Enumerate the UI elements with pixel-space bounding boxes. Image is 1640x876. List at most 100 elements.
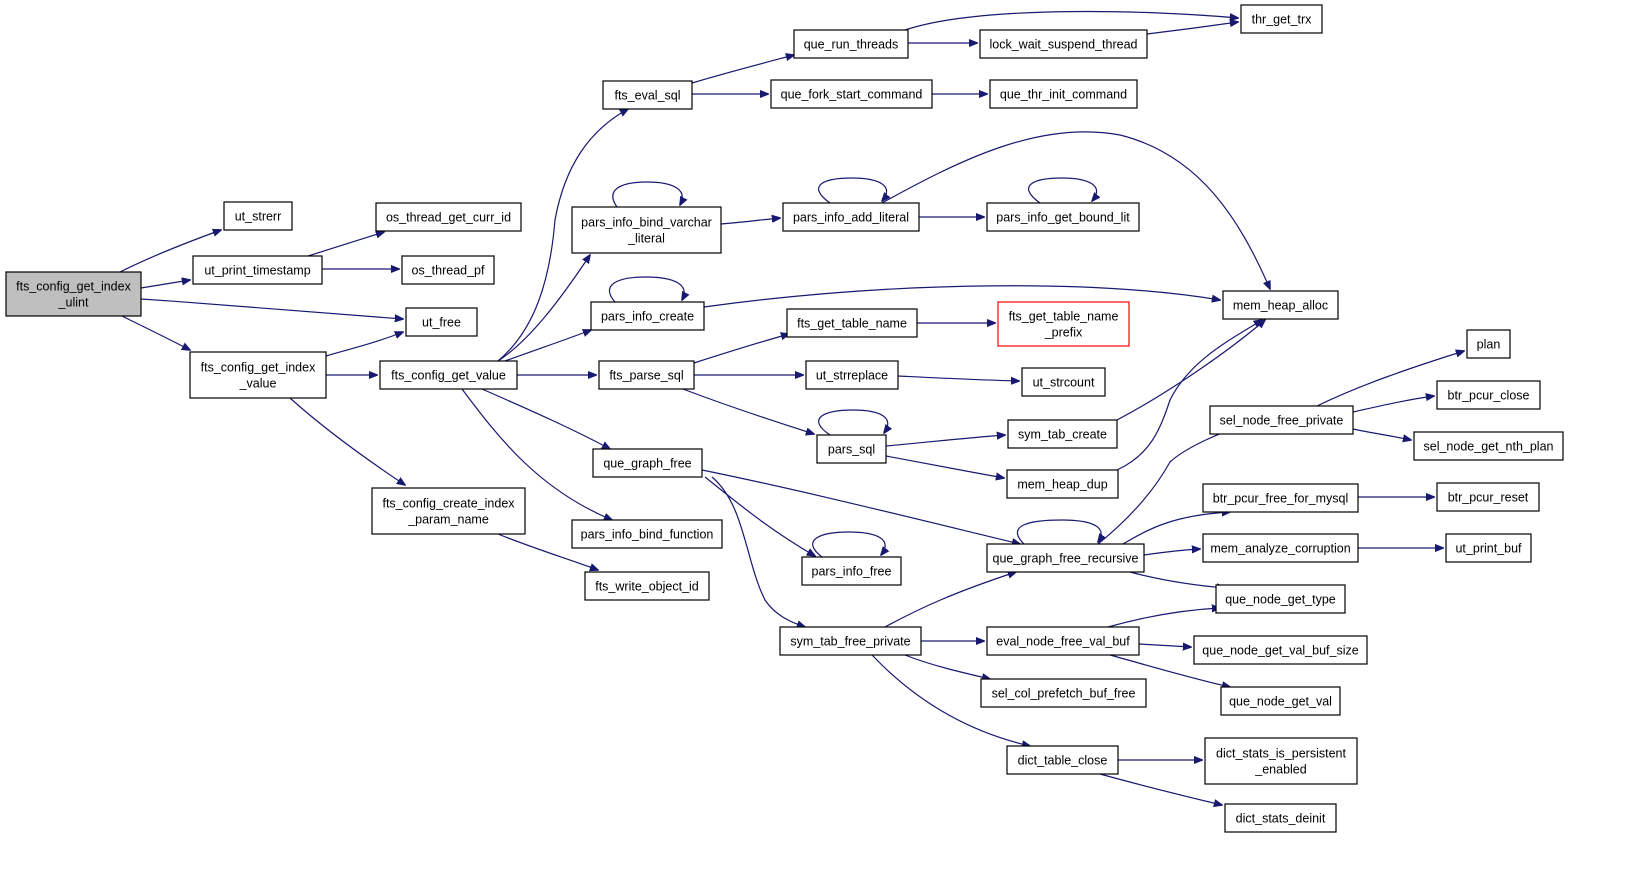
node-strreplace[interactable]: ut_strreplace bbox=[805, 360, 899, 390]
node-box bbox=[1202, 533, 1359, 563]
node-label: _param_name bbox=[407, 513, 489, 527]
node-table-prefix[interactable]: fts_get_table_name_prefix bbox=[997, 301, 1130, 347]
node-dict-close[interactable]: dict_table_close bbox=[1006, 745, 1119, 775]
node-lock-wait[interactable]: lock_wait_suspend_thread bbox=[979, 29, 1148, 59]
node-add-literal[interactable]: pars_info_add_literal bbox=[782, 202, 920, 232]
node-box bbox=[590, 301, 705, 331]
node-pcur-free-mysql[interactable]: btr_pcur_free_for_mysql bbox=[1202, 483, 1359, 513]
node-label: sel_node_free_private bbox=[1220, 414, 1344, 428]
node-box bbox=[1436, 482, 1540, 512]
edge-sym_create-to-heap_alloc bbox=[1116, 320, 1265, 421]
node-get-index-value[interactable]: fts_config_get_index_value bbox=[189, 351, 327, 399]
node-pcur-reset[interactable]: btr_pcur_reset bbox=[1436, 482, 1540, 512]
node-box bbox=[986, 202, 1140, 232]
node-label: mem_heap_dup bbox=[1017, 478, 1107, 492]
edge-root-to-print_ts bbox=[140, 280, 190, 289]
edge-line bbox=[701, 469, 1020, 544]
node-box bbox=[1215, 584, 1346, 614]
edge-line bbox=[1129, 571, 1225, 588]
node-os-pf[interactable]: os_thread_pf bbox=[401, 255, 495, 285]
edge-print_ts-to-os_curr_id bbox=[307, 232, 384, 257]
node-box bbox=[1222, 290, 1339, 320]
node-heap-alloc[interactable]: mem_heap_alloc bbox=[1222, 290, 1339, 320]
edge-run_threads-to-thr_get_trx bbox=[904, 10, 1238, 31]
node-box bbox=[192, 255, 323, 285]
node-box bbox=[997, 301, 1130, 347]
node-sym-free-priv[interactable]: sym_tab_free_private bbox=[779, 626, 922, 656]
node-label: pars_info_get_bound_lit bbox=[996, 211, 1130, 225]
edge-line bbox=[481, 388, 610, 449]
node-print-ts[interactable]: ut_print_timestamp bbox=[192, 255, 323, 285]
node-box bbox=[371, 487, 526, 535]
node-print-buf[interactable]: ut_print_buf bbox=[1445, 533, 1532, 563]
node-nth-plan[interactable]: sel_node_get_nth_plan bbox=[1413, 431, 1564, 461]
node-label: os_thread_pf bbox=[412, 264, 486, 278]
node-bind-function[interactable]: pars_info_bind_function bbox=[571, 519, 723, 549]
node-get-type[interactable]: que_node_get_type bbox=[1215, 584, 1346, 614]
node-bind-varchar[interactable]: pars_info_bind_varchar_literal bbox=[571, 206, 722, 254]
edge-get_bound_lit-to-get_bound_lit bbox=[1028, 177, 1097, 204]
node-heap-dup[interactable]: mem_heap_dup bbox=[1006, 469, 1119, 499]
node-box bbox=[592, 448, 703, 478]
node-write-obj[interactable]: fts_write_object_id bbox=[584, 571, 710, 601]
edge-line bbox=[497, 109, 628, 362]
node-box bbox=[1006, 469, 1119, 499]
node-sel-free-priv[interactable]: sel_node_free_private bbox=[1209, 405, 1354, 435]
node-plan[interactable]: plan bbox=[1466, 329, 1511, 359]
node-get-table-name[interactable]: fts_get_table_name bbox=[786, 308, 918, 338]
node-box bbox=[986, 626, 1140, 656]
node-run-threads[interactable]: que_run_threads bbox=[793, 29, 909, 59]
node-pars-sql[interactable]: pars_sql bbox=[816, 434, 887, 464]
node-eval-free-buf[interactable]: eval_node_free_val_buf bbox=[986, 626, 1140, 656]
edge-create_param-to-write_obj bbox=[497, 533, 598, 570]
node-stats-persist[interactable]: dict_stats_is_persistent_enabled bbox=[1204, 737, 1358, 785]
edge-get_index_value-to-create_param bbox=[289, 397, 405, 485]
edge-line bbox=[1143, 549, 1200, 556]
node-strerr[interactable]: ut_strerr bbox=[223, 201, 293, 231]
node-os-curr-id[interactable]: os_thread_get_curr_id bbox=[375, 202, 522, 232]
node-label: btr_pcur_reset bbox=[1448, 491, 1529, 505]
node-sym-create[interactable]: sym_tab_create bbox=[1007, 419, 1118, 449]
node-get-val[interactable]: que_node_get_val bbox=[1220, 686, 1341, 716]
node-thr-init[interactable]: que_thr_init_command bbox=[989, 79, 1138, 109]
edge-eval_free_buf-to-get_type bbox=[1107, 608, 1220, 628]
node-label: sym_tab_create bbox=[1018, 428, 1107, 442]
node-box bbox=[979, 29, 1148, 59]
edge-line bbox=[1122, 512, 1230, 545]
node-val-buf-size[interactable]: que_node_get_val_buf_size bbox=[1193, 635, 1368, 665]
node-strcount[interactable]: ut_strcount bbox=[1021, 367, 1106, 397]
edge-line bbox=[1016, 519, 1101, 545]
edge-line bbox=[885, 455, 1004, 478]
node-box bbox=[980, 678, 1147, 708]
node-get-bound-lit[interactable]: pars_info_get_bound_lit bbox=[986, 202, 1140, 232]
node-root[interactable]: fts_config_get_index_ulint bbox=[5, 271, 142, 317]
node-label: fts_eval_sql bbox=[614, 89, 680, 103]
node-fork-start[interactable]: que_fork_start_command bbox=[770, 79, 933, 109]
edge-pars_sql-to-sym_create bbox=[885, 435, 1005, 447]
node-thr-get-trx[interactable]: thr_get_trx bbox=[1240, 4, 1323, 34]
edge-get_index_value-to-ut_free bbox=[325, 332, 403, 357]
node-eval-sql[interactable]: fts_eval_sql bbox=[602, 80, 693, 110]
node-prefetch-free[interactable]: sel_col_prefetch_buf_free bbox=[980, 678, 1147, 708]
edge-line bbox=[1116, 320, 1265, 421]
node-box bbox=[375, 202, 522, 232]
node-label: fts_get_table_name bbox=[797, 317, 907, 331]
edge-heap_dup-to-heap_alloc bbox=[1116, 320, 1262, 471]
node-ut-free[interactable]: ut_free bbox=[405, 307, 478, 337]
node-box bbox=[571, 519, 723, 549]
edge-sym_free_priv-to-dict_close bbox=[871, 654, 1030, 746]
node-get-value[interactable]: fts_config_get_value bbox=[379, 360, 518, 390]
node-pcur-close[interactable]: btr_pcur_close bbox=[1436, 380, 1541, 410]
node-graph-free-rec[interactable]: que_graph_free_recursive bbox=[986, 543, 1145, 573]
node-label: pars_info_add_literal bbox=[793, 211, 909, 225]
node-create-param[interactable]: fts_config_create_index_param_name bbox=[371, 487, 526, 535]
node-mem-analyze[interactable]: mem_analyze_corruption bbox=[1202, 533, 1359, 563]
node-box bbox=[801, 556, 902, 586]
node-parse-sql[interactable]: fts_parse_sql bbox=[598, 360, 695, 390]
edge-graph_free_rec-to-graph_free_rec bbox=[1016, 519, 1101, 545]
node-graph-free[interactable]: que_graph_free bbox=[592, 448, 703, 478]
node-info-free[interactable]: pars_info_free bbox=[801, 556, 902, 586]
node-box bbox=[401, 255, 495, 285]
node-info-create[interactable]: pars_info_create bbox=[590, 301, 705, 331]
node-stats-deinit[interactable]: dict_stats_deinit bbox=[1224, 803, 1337, 833]
